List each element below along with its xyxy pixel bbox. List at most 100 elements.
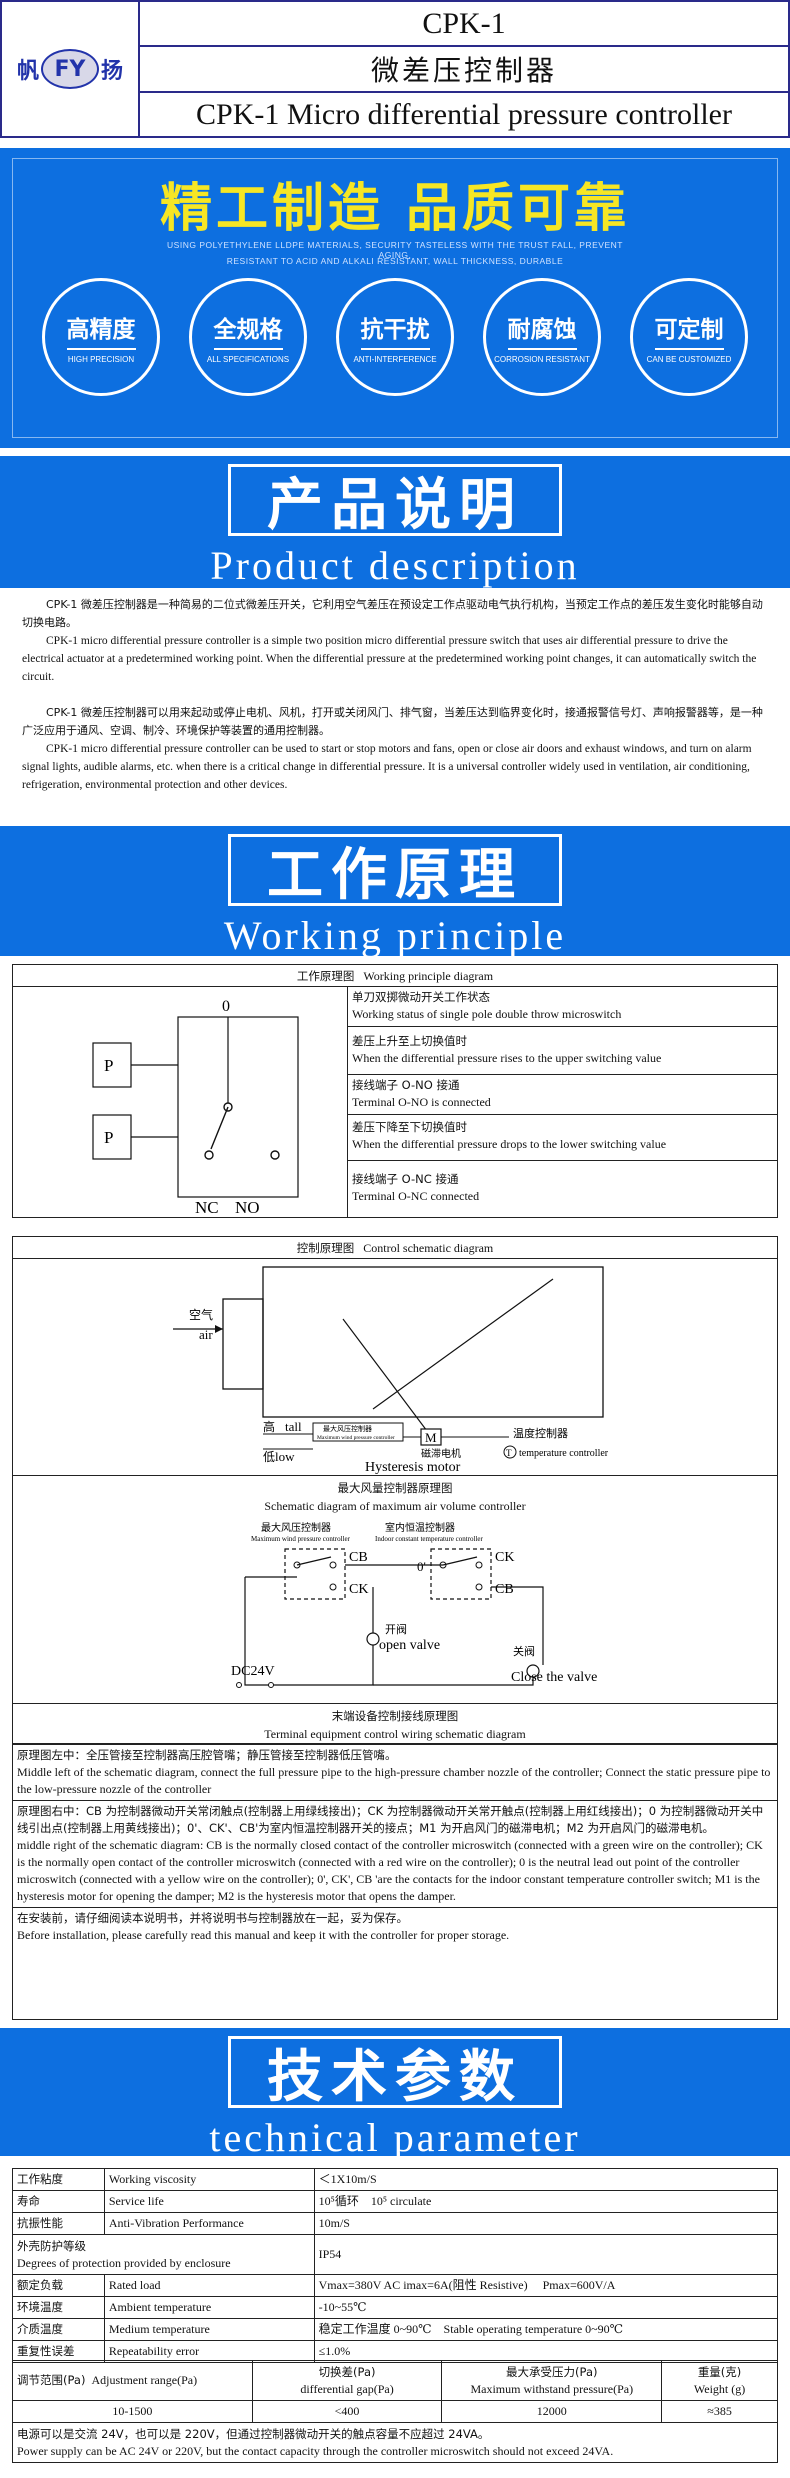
status-row: 差压上升至上切换值时 When the differential pressur… <box>348 1027 777 1075</box>
working-principle-diagram: 工作原理图 Working principle diagram 0 P P NC… <box>12 964 778 1218</box>
feature-title: 高精度 <box>66 310 136 350</box>
note-right-middle: 原理图右中：CB 为控制器微动开关常闭触点(控制器上用绿线接出)；CK 为控制器… <box>13 1801 777 1908</box>
feature-subtitle: ANTI-INTERFERENCE <box>353 355 437 364</box>
product-p2-en: CPK-1 micro differential pressure contro… <box>22 743 752 791</box>
param-cn: 额定负载 <box>17 2278 63 2292</box>
feature-subtitle: ALL SPECIFICATIONS <box>206 355 290 364</box>
feature-high-precision: 高精度 HIGH PRECISION <box>42 278 160 396</box>
terminal-wiring-diagram: 最大风压控制器 Maximum wind pressure controller… <box>231 1521 597 1688</box>
label-p-lower: P <box>104 1128 113 1147</box>
thermostat-switch-frame <box>430 1548 492 1600</box>
status-row-cn: 差压上升至上切换值时 <box>352 1034 467 1048</box>
control-schematic-block: 控制原理图 Control schematic diagram 空气 air 最… <box>12 1236 778 1744</box>
switch-blade <box>210 1106 229 1150</box>
banner-subline-2: RESISTANT TO ACID AND ALKALI RESISTANT, … <box>226 256 564 266</box>
feature-subtitle: CAN BE CUSTOMIZED <box>646 355 732 364</box>
label-close-cn: 关阀 <box>513 1644 535 1658</box>
label-air-cn: 空气 <box>189 1307 213 1322</box>
caption-cn: 控制原理图 <box>296 1241 355 1255</box>
param-en: Medium temperature <box>108 2322 210 2336</box>
section-title-en: technical parameter <box>209 2115 581 2160</box>
max-value: 12000 <box>536 2404 567 2418</box>
status-row-en: Terminal O-NC connected <box>352 1189 480 1203</box>
section-title-cn: 技术参数 <box>228 2036 562 2110</box>
header-title-block: CPK-1 微差压控制器 CPK-1 Micro differential pr… <box>140 0 790 138</box>
note-en: middle right of the schematic diagram: C… <box>17 1838 763 1903</box>
feature-subtitle: CORROSION RESISTANT <box>494 355 590 364</box>
table-row: 外壳防护等级 Degrees of protection provided by… <box>12 2234 779 2275</box>
terminal <box>236 1682 242 1688</box>
table-row: 抗振性能 Anti-Vibration Performance 10m/S <box>12 2212 779 2235</box>
param-value: Vmax=380V AC imax=6A(阻性 Resistive) Pmax=… <box>318 2278 616 2292</box>
product-title-cn: 微差压控制器 <box>140 47 788 93</box>
table-row: 工作粘度 Working viscosity ＜1X10m/S <box>12 2168 779 2191</box>
caption-en: Terminal equipment control wiring schema… <box>264 1727 526 1741</box>
product-p2-cn: CPK-1 微差压控制器可以用来起动或停止电机、风机，打开或关闭风门、排气窗，当… <box>22 706 763 737</box>
power-note-en: Power supply can be AC 24V or 220V, but … <box>17 2443 614 2458</box>
label-open-cn: 开阀 <box>385 1622 407 1636</box>
max-pressure-switch-frame <box>284 1548 346 1600</box>
product-title-en: CPK-1 Micro differential pressure contro… <box>196 98 732 132</box>
label-close-en: Close the valve <box>511 1670 597 1685</box>
adjust-head-cn: 调节范围(Pa) <box>17 2373 86 2387</box>
feature-customizable: 可定制 CAN BE CUSTOMIZED <box>630 278 748 396</box>
contact <box>475 1583 483 1591</box>
table-row: 调节范围(Pa) Adjustment range(Pa) 切换差(Pa) di… <box>12 2360 778 2401</box>
caption-en: Control schematic diagram <box>363 1241 494 1255</box>
caption-en: Schematic diagram of maximum air volume … <box>264 1499 526 1513</box>
wiring-caption: 末端设备控制接线原理图 Terminal equipment control w… <box>13 1703 777 1743</box>
banner-slogan: 精工制造 品质可靠 <box>159 179 631 239</box>
section-title-en: Working principle <box>223 913 567 958</box>
table-row: 寿命 Service life 10⁵循环 10⁵ circulate <box>12 2190 779 2213</box>
logo-char-left: 帆 <box>16 59 39 84</box>
table-row: 10-1500 <400 12000 ≈385 <box>12 2400 778 2423</box>
feature-all-specifications: 全规格 ALL SPECIFICATIONS <box>189 278 307 396</box>
section-working-principle: 工作原理 Working principle <box>0 826 790 958</box>
feature-title: 可定制 <box>654 310 724 350</box>
switch-blade <box>442 1556 478 1566</box>
param-cn: 介质温度 <box>17 2322 63 2336</box>
control-schematic-diagram: 空气 air 最大风压控制器 Maximum wind pressure con… <box>173 1266 609 1475</box>
temp-sensor-icon <box>503 1445 517 1459</box>
product-p1-cn: CPK-1 微差压控制器是一种简易的二位式微差压开关，它利用空气差压在预设定工作… <box>22 598 763 629</box>
label-p-upper: P <box>104 1056 113 1075</box>
param-en: Rated load <box>108 2278 161 2292</box>
adjustment-table: 调节范围(Pa) Adjustment range(Pa) 切换差(Pa) di… <box>12 2360 778 2463</box>
status-row-en: Terminal O-NO is connected <box>352 1095 491 1109</box>
label-maxp-en: Maximum wind pressure controller <box>317 1435 395 1441</box>
label-low-en: low <box>275 1449 295 1464</box>
label-temp-en: temperature controller <box>519 1448 609 1459</box>
label-temp-cn: 温度控制器 <box>513 1426 568 1440</box>
feature-title: 全规格 <box>213 310 283 350</box>
status-row: 差压下降至下切换值时 When the differential pressur… <box>348 1115 777 1161</box>
param-cn: 环境温度 <box>17 2300 63 2314</box>
caption-en: Working principle diagram <box>363 969 494 983</box>
weight-head-cn: 重量(克) <box>697 2364 742 2379</box>
open-valve-motor <box>366 1632 380 1646</box>
param-cn: 外壳防护等级 <box>17 2238 86 2253</box>
label-dc24v: DC24V <box>231 1664 275 1679</box>
product-p1-en: CPK-1 micro differential pressure contro… <box>22 635 757 683</box>
logo-char-right: 扬 <box>101 59 124 84</box>
banner-frame <box>12 158 778 438</box>
model-number: CPK-1 <box>140 2 788 48</box>
label-ck-left: CK <box>349 1582 368 1597</box>
label-nc: NC <box>195 1198 219 1217</box>
note-en: Before installation, please carefully re… <box>17 1928 510 1942</box>
nc-contact <box>204 1150 214 1160</box>
max-head-cn: 最大承受压力(Pa) <box>506 2364 598 2379</box>
duct-body <box>262 1266 604 1418</box>
param-value: -10~55℃ <box>318 2300 367 2314</box>
status-row-cn: 单刀双掷微动开关工作状态 <box>352 990 490 1004</box>
param-value: ＜1X10m/S <box>318 2172 377 2186</box>
label-zero-prime: 0' <box>417 1559 426 1574</box>
damper-line-a <box>342 1318 434 1440</box>
adjust-head-en: Adjustment range(Pa) <box>91 2373 198 2387</box>
max-pressure-controller-box <box>312 1422 404 1442</box>
control-caption: 控制原理图 Control schematic diagram <box>13 1237 777 1259</box>
weight-head-en: Weight (g) <box>693 2381 746 2396</box>
power-note-cn: 电源可以是交流 24V，也可以是 220V，但通过控制器微动开关的触点容量不应超… <box>17 2426 490 2441</box>
status-row: 接线端子 O-NC 接通 Terminal O-NC connected <box>348 1161 777 1217</box>
label-motor-en: Hysteresis motor <box>365 1460 461 1475</box>
label-m: M <box>425 1430 437 1445</box>
